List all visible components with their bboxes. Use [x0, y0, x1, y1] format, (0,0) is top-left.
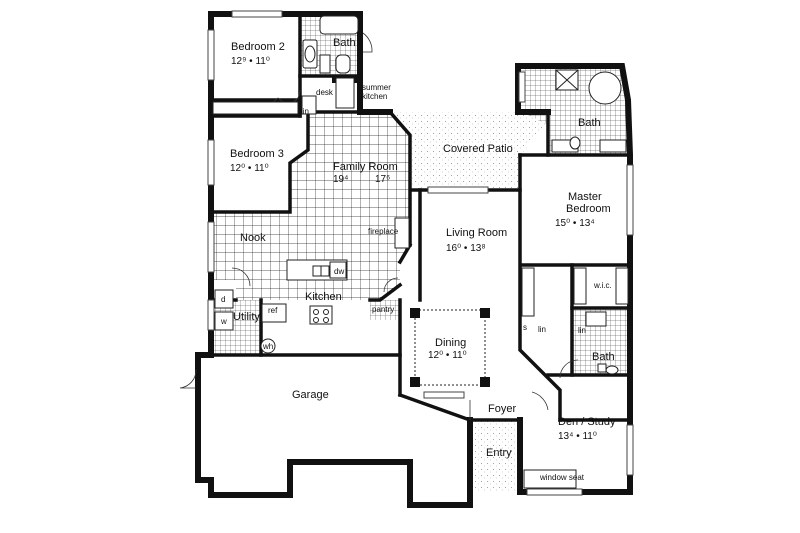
- bath3-fixtures: [585, 311, 619, 375]
- bedroom2-dim: 12⁹ • 11⁰: [231, 56, 270, 67]
- lin1-label: lin: [301, 107, 309, 116]
- entry-floor: [472, 420, 520, 492]
- dw-label: dw: [334, 267, 344, 276]
- family-room-tile: [211, 112, 410, 300]
- summer-kitchen-label-2: kitchen: [362, 92, 387, 101]
- family-room-label: Family Room: [333, 161, 398, 173]
- utility-fixtures: [214, 289, 276, 354]
- garage-label: Garage: [292, 389, 329, 401]
- dining-label: Dining: [435, 337, 466, 349]
- room-labels: Bedroom 2 12⁹ • 11⁰ Bath Bedroom 3 12⁰ •…: [230, 37, 616, 459]
- lin2-label: lin: [538, 325, 546, 334]
- summer-kitchen-label-1: summer: [362, 83, 391, 92]
- living-room-dim: 16⁰ • 13⁸: [446, 243, 486, 254]
- windows: [207, 10, 634, 496]
- bedroom2-label: Bedroom 2: [231, 41, 285, 53]
- bath1-fixtures: [302, 15, 359, 74]
- covered-patio-label: Covered Patio: [443, 143, 513, 155]
- family-room-dim1: 19⁴: [333, 174, 348, 185]
- window-seat-label: window seat: [539, 473, 585, 482]
- interior-walls: [209, 12, 632, 423]
- fixture-labels: desk summer kitchen lin lin lin w.i.c. f…: [220, 83, 612, 482]
- ref-label: ref: [268, 306, 278, 315]
- master-label-1: Master: [568, 191, 602, 203]
- utility-label: Utility: [233, 311, 260, 323]
- s-label: s: [523, 323, 527, 332]
- kitchen-label: Kitchen: [305, 291, 342, 303]
- wic-label: w.i.c.: [593, 281, 612, 290]
- washer-label: w: [220, 317, 227, 326]
- den-dim: 13⁴ • 11⁰: [558, 431, 597, 442]
- pantry-tile: [370, 300, 400, 320]
- kitchen-fixtures: [261, 217, 410, 325]
- nook-label: Nook: [240, 232, 266, 244]
- dining-dim: 12⁰ • 11⁰: [428, 350, 467, 361]
- living-room-label: Living Room: [446, 227, 507, 239]
- fireplace-label: fireplace: [368, 227, 399, 236]
- foyer-label: Foyer: [488, 403, 516, 415]
- wh-label: wh: [262, 342, 273, 351]
- bedroom3-label: Bedroom 3: [230, 148, 284, 160]
- master-bath-label: Bath: [578, 117, 601, 129]
- pantry-label: pantry: [372, 305, 394, 314]
- entry-label: Entry: [486, 447, 512, 459]
- bath1-label: Bath: [333, 37, 356, 49]
- bath3-label: Bath: [592, 351, 615, 363]
- master-dim: 15⁰ • 13⁴: [555, 218, 595, 229]
- family-room-dim2: 17⁶: [375, 174, 390, 185]
- closets: [212, 77, 629, 489]
- covered-patio-floor: [390, 112, 548, 190]
- master-label-2: Bedroom: [566, 203, 611, 215]
- dryer-label: d: [221, 295, 225, 304]
- master-bath-fixtures: [551, 69, 627, 153]
- lin3-label: lin: [578, 326, 586, 335]
- dining-table: [410, 308, 490, 387]
- bedroom3-dim: 12⁰ • 11⁰: [230, 163, 269, 174]
- den-label: Den / Study: [558, 416, 616, 428]
- desk-label: desk: [316, 88, 334, 97]
